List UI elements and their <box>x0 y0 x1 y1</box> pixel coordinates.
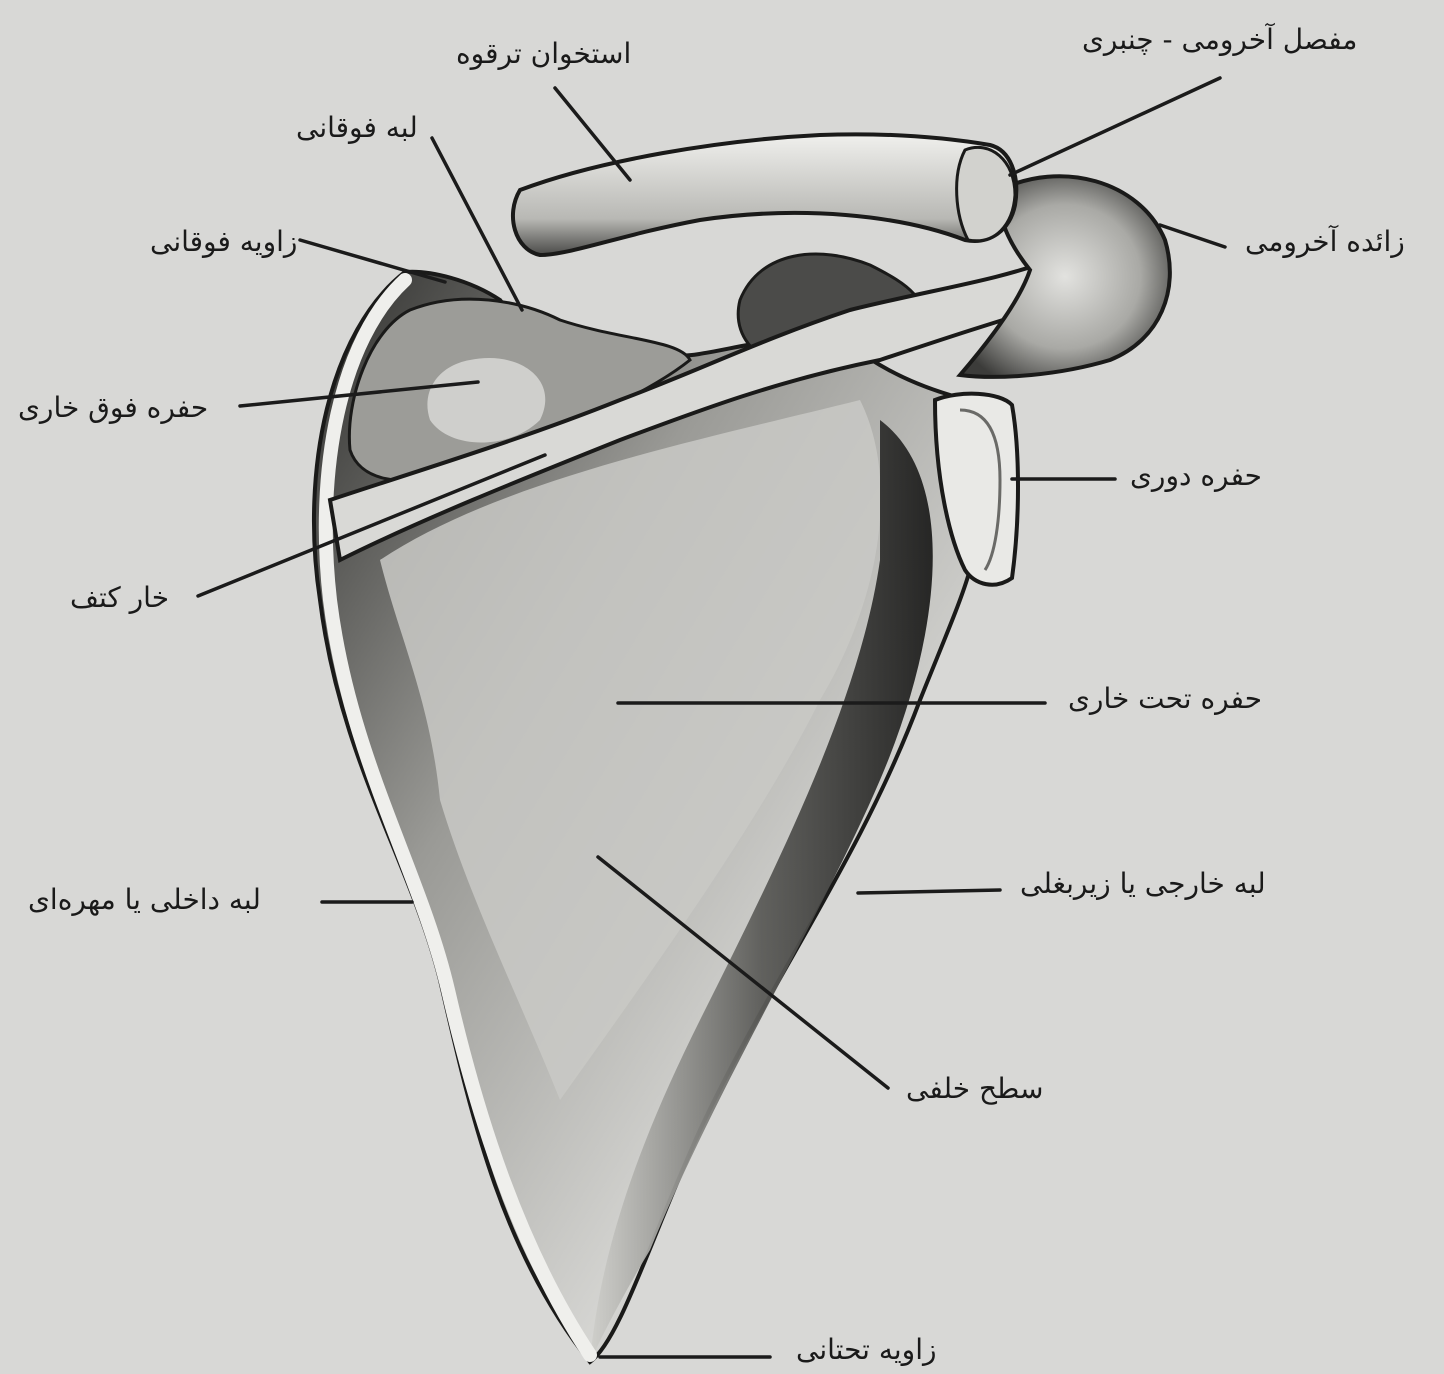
label-glenoid-fossa: حفره دوری <box>1130 462 1262 490</box>
label-acromion-process: زائده آخرومی <box>1245 228 1405 256</box>
label-supraspinous-fossa: حفره فوق خاری <box>18 394 208 422</box>
clavicle-bone <box>513 134 1016 255</box>
leader-lateral-border <box>858 890 1000 893</box>
leader-acromion-process <box>1160 225 1225 247</box>
leader-superior-angle <box>300 240 445 282</box>
label-posterior-surface: سطح خلفی <box>906 1075 1043 1103</box>
label-acromioclavicular-joint: مفصل آخرومی - چنبری <box>1082 26 1357 54</box>
label-superior-border: لبه فوقانی <box>296 114 418 142</box>
label-spine-of-scapula: خار کتف <box>70 584 169 612</box>
leader-acromioclavicular-joint <box>1010 78 1220 175</box>
label-lateral-border: لبه خارجی یا زیربغلی <box>1020 870 1266 898</box>
label-inferior-angle: زاویه تحتانی <box>796 1336 937 1364</box>
label-superior-angle: زاویه فوقانی <box>150 228 297 256</box>
label-clavicle: استخوان ترقوه <box>456 40 631 68</box>
label-medial-border: لبه داخلی یا مهره‌ای <box>28 886 261 914</box>
label-infraspinous-fossa: حفره تحت خاری <box>1068 685 1262 713</box>
